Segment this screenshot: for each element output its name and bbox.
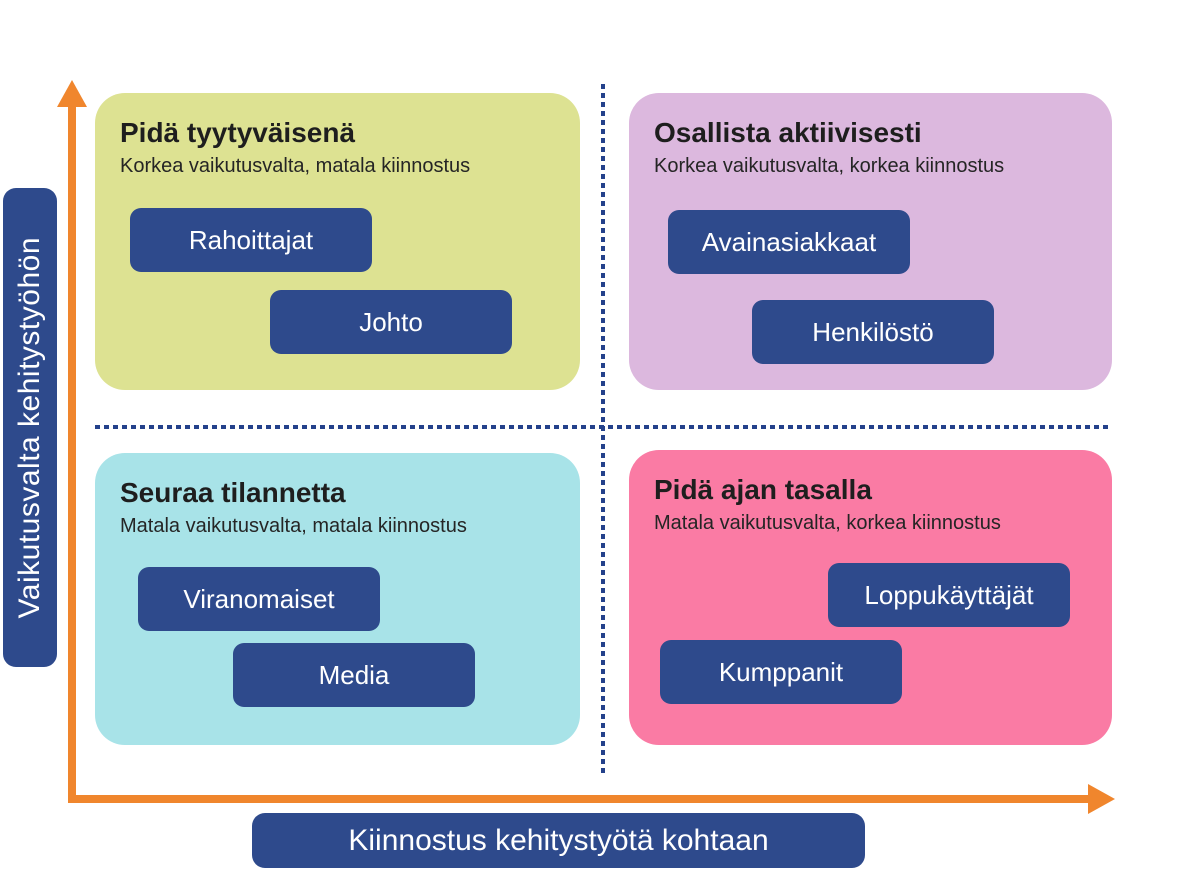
quadrant-title: Pidä ajan tasalla	[654, 474, 872, 505]
quadrant-subtitle: Korkea vaikutusvalta, korkea kiinnostus	[654, 155, 1005, 178]
quadrant-subtitle: Korkea vaikutusvalta, matala kiinnostus	[120, 155, 471, 178]
quadrant-keep-informed: Pidä ajan tasalla Matala vaikutusvalta, …	[629, 450, 1112, 745]
quadrant-subtitle: Matala vaikutusvalta, matala kiinnostus	[120, 515, 467, 538]
stakeholder-pill-kumppanit: Kumppanit	[660, 640, 902, 704]
quadrant-title: Seuraa tilannetta	[120, 477, 346, 508]
horizontal-dotted-divider	[95, 425, 1110, 429]
x-axis-label-text: Kiinnostus kehitystyötä kohtaan	[348, 823, 769, 857]
stakeholder-pill-avainasiakkaat: Avainasiakkaat	[668, 210, 910, 274]
x-axis-line	[68, 795, 1096, 803]
quadrant-title: Pidä tyytyväisenä	[120, 117, 356, 148]
quadrant-keep-satisfied: Pidä tyytyväisenä Korkea vaikutusvalta, …	[95, 93, 580, 390]
stakeholder-pill-viranomaiset: Viranomaiset	[138, 567, 380, 631]
quadrant-subtitle: Matala vaikutusvalta, korkea kiinnostus	[654, 512, 1001, 535]
stakeholder-pill-media: Media	[233, 643, 475, 707]
vertical-dotted-divider	[601, 84, 605, 775]
stakeholder-pill-henkilosto: Henkilöstö	[752, 300, 994, 364]
y-axis-line	[68, 98, 76, 803]
stakeholder-pill-johto: Johto	[270, 290, 512, 354]
stakeholder-pill-rahoittajat: Rahoittajat	[130, 208, 372, 272]
quadrant-engage-actively: Osallista aktiivisesti Korkea vaikutusva…	[629, 93, 1112, 390]
stakeholder-pill-loppukayttajat: Loppukäyttäjät	[828, 563, 1070, 627]
x-axis-arrowhead-icon	[1088, 784, 1115, 814]
y-axis-label: Vaikutusvalta kehitystyöhön	[3, 188, 57, 667]
quadrant-title: Osallista aktiivisesti	[654, 117, 922, 148]
y-axis-label-text: Vaikutusvalta kehitystyöhön	[13, 236, 46, 619]
x-axis-label: Kiinnostus kehitystyötä kohtaan	[252, 813, 865, 868]
quadrant-monitor: Seuraa tilannetta Matala vaikutusvalta, …	[95, 453, 580, 745]
y-axis-arrowhead-icon	[57, 80, 87, 107]
